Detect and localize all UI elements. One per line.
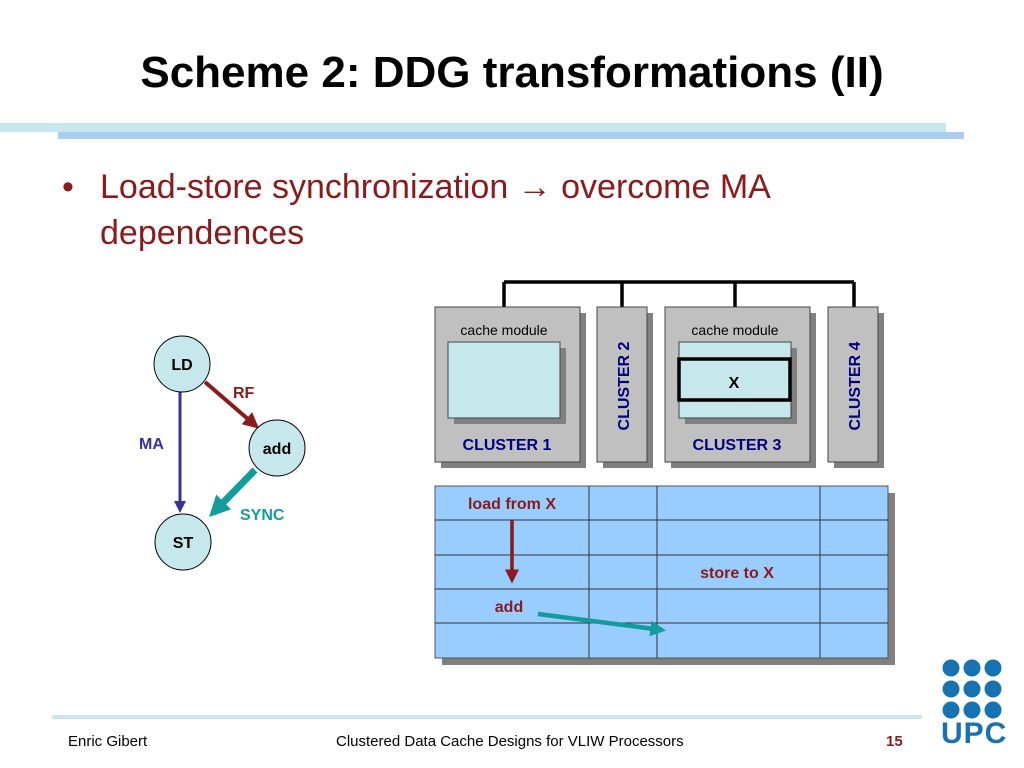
- footer-rule: [52, 715, 922, 719]
- ld-node-label: LD: [171, 357, 192, 374]
- upc-logo-text: UPC: [941, 717, 1008, 750]
- cluster-3-x-cell: X: [677, 357, 792, 402]
- slide-title: Scheme 2: DDG transformations (II): [140, 48, 884, 97]
- cluster-architecture: cache module CLUSTER 1 CLUSTER 2 cache m…: [434, 280, 884, 468]
- title-rule-light: [0, 123, 946, 132]
- add-op-label: add: [495, 599, 523, 616]
- cluster-2-box: CLUSTER 2: [596, 306, 653, 468]
- add-node: add: [248, 419, 306, 477]
- cluster-4-box: CLUSTER 4: [827, 306, 884, 468]
- add-node-label: add: [263, 441, 291, 458]
- cluster-1-label: CLUSTER 1: [463, 437, 552, 454]
- load-from-x-label: load from X: [468, 496, 556, 513]
- footer-page-number: 15: [886, 733, 903, 750]
- ddg-graph: LD add ST RF MA SYNC: [139, 335, 306, 571]
- cluster-1-cache-module: [447, 341, 566, 424]
- schedule-table: load from X store to X add: [434, 485, 895, 665]
- upc-logo-dots: [942, 659, 1002, 719]
- add-to-store-sync-arrow: [537, 611, 667, 637]
- cluster-3-label: CLUSTER 3: [693, 437, 782, 454]
- cluster-3-cache-label: cache module: [691, 322, 778, 338]
- interconnect-bus: [502, 280, 856, 308]
- cluster-3-box: cache module X CLUSTER 3: [664, 306, 816, 468]
- cluster-2-label: CLUSTER 2: [616, 341, 633, 430]
- footer-author: Enric Gibert: [68, 733, 148, 750]
- st-node-label: ST: [173, 535, 194, 552]
- sync-edge-label: SYNC: [240, 507, 285, 524]
- store-to-x-label: store to X: [700, 565, 774, 582]
- ld-node: LD: [153, 335, 211, 393]
- st-node: ST: [154, 513, 212, 571]
- footer-talk-title: Clustered Data Cache Designs for VLIW Pr…: [336, 733, 684, 750]
- rf-edge-label: RF: [233, 385, 255, 402]
- ma-edge-label: MA: [139, 436, 164, 453]
- cluster-3-x-label: X: [729, 375, 740, 392]
- bullet-text: Load-store synchronization → overcome MA…: [100, 168, 769, 252]
- bullet-marker: •: [62, 168, 74, 206]
- sync-edge: [209, 467, 258, 518]
- cluster-1-cache-label: cache module: [460, 322, 547, 338]
- cluster-1-box: cache module CLUSTER 1: [434, 306, 586, 468]
- cluster-4-label: CLUSTER 4: [847, 341, 864, 430]
- title-rule-blue: [58, 132, 964, 139]
- rf-edge: [203, 380, 260, 429]
